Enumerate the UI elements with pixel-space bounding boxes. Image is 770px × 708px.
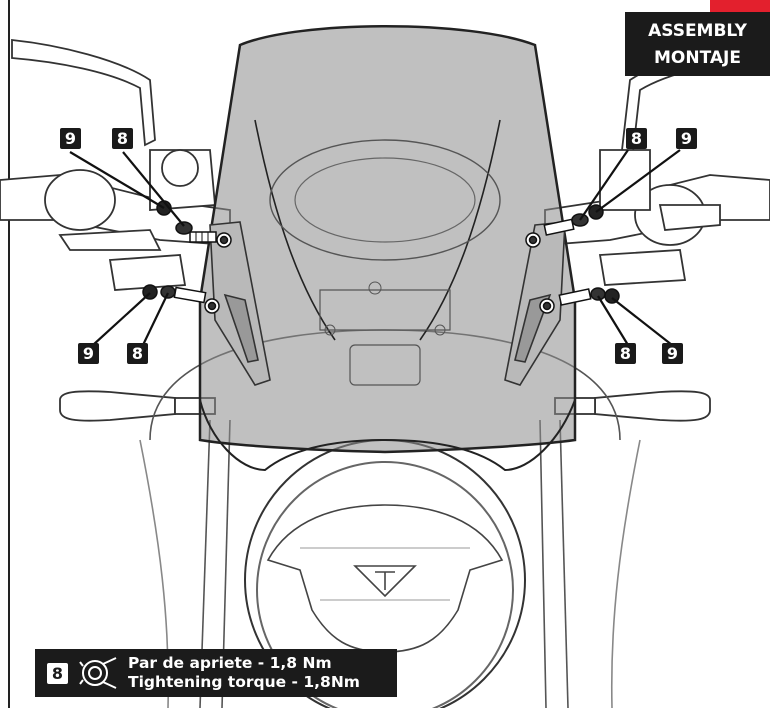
- accent-tab: [710, 0, 770, 12]
- callout-washer-left-lower: 9: [78, 343, 99, 364]
- torque-text-spanish: Par de apriete - 1,8 Nm: [128, 654, 332, 672]
- torque-text-english: Tightening torque - 1,8Nm: [128, 673, 360, 691]
- torque-wrench-icon: [79, 657, 117, 689]
- callout-washer-right-lower: 9: [662, 343, 683, 364]
- triumph-logo: [353, 565, 417, 598]
- callout-bolt-right-lower: 8: [615, 343, 636, 364]
- callout-bolt-left-upper: 8: [112, 128, 133, 149]
- stage-label-english: ASSEMBLY: [648, 21, 747, 41]
- fork-legs: [139, 419, 641, 708]
- left-handlebar: [0, 39, 231, 291]
- torque-specification-note: 8 Par de apriete - 1,8 Nm Tightening tor…: [35, 649, 397, 697]
- windscreen: [198, 25, 577, 472]
- callout-washer-left-upper: 9: [60, 128, 81, 149]
- callout-bolt-left-lower: 8: [127, 343, 148, 364]
- callout-bolt-right-upper: 8: [626, 128, 647, 149]
- callout-leader-lines: [69, 149, 681, 346]
- callout-washer-right-upper: 9: [676, 128, 697, 149]
- torque-part-number: 8: [47, 662, 68, 684]
- right-handlebar: [544, 38, 770, 286]
- stage-label-spanish: MONTAJE: [654, 48, 741, 68]
- assembly-stage-label: ASSEMBLY MONTAJE: [625, 0, 770, 76]
